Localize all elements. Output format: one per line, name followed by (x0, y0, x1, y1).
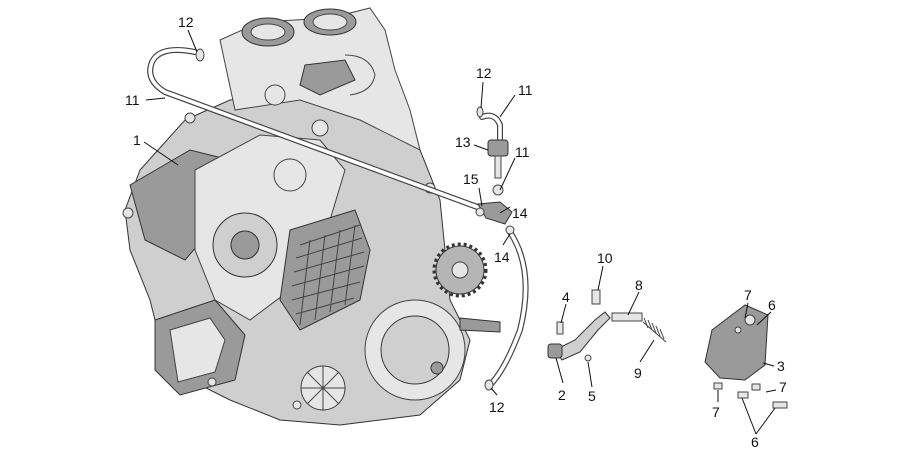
callout-1: 1 (133, 132, 141, 148)
sprocket-cover (704, 304, 788, 409)
callout-6-bottom: 6 (751, 434, 759, 450)
breather-hose-lower (487, 229, 529, 388)
t-fitting (475, 201, 515, 235)
callout-7-top: 7 (744, 287, 752, 303)
callout-4: 4 (562, 289, 570, 305)
callout-11-right: 11 (515, 144, 530, 160)
clip-bottom (484, 379, 494, 391)
gear-lever-assembly (547, 289, 667, 362)
callout-14-upper: 14 (512, 205, 528, 221)
callout-12-bottom: 12 (489, 399, 505, 415)
clip-top (195, 48, 205, 62)
callout-6-top: 6 (768, 297, 776, 313)
callout-14-lower: 14 (494, 249, 510, 265)
callout-13: 13 (455, 134, 471, 150)
callout-5: 5 (588, 388, 596, 404)
callout-7-bottom: 7 (712, 404, 720, 420)
sprocket (432, 242, 488, 298)
callout-11-left: 11 (125, 92, 140, 108)
breather-hose-left (147, 47, 483, 211)
spring (642, 317, 667, 343)
breather-hose-upper-right (479, 112, 503, 143)
grille (279, 209, 371, 331)
clip-mid (476, 106, 484, 118)
breather-valve (487, 139, 509, 196)
callout-3: 3 (777, 358, 785, 374)
callout-9: 9 (634, 365, 642, 381)
callout-10: 10 (597, 250, 613, 266)
engine-assembly (122, 7, 501, 426)
callout-12-top: 12 (178, 14, 194, 30)
callout-12-mid: 12 (476, 65, 492, 81)
leader-lines (143, 29, 777, 435)
callout-15: 15 (463, 171, 479, 187)
callout-2: 2 (558, 387, 566, 403)
callout-11-mid: 11 (518, 82, 533, 98)
callout-7-right: 7 (779, 379, 787, 395)
callout-8: 8 (635, 277, 643, 293)
impeller (300, 365, 346, 411)
